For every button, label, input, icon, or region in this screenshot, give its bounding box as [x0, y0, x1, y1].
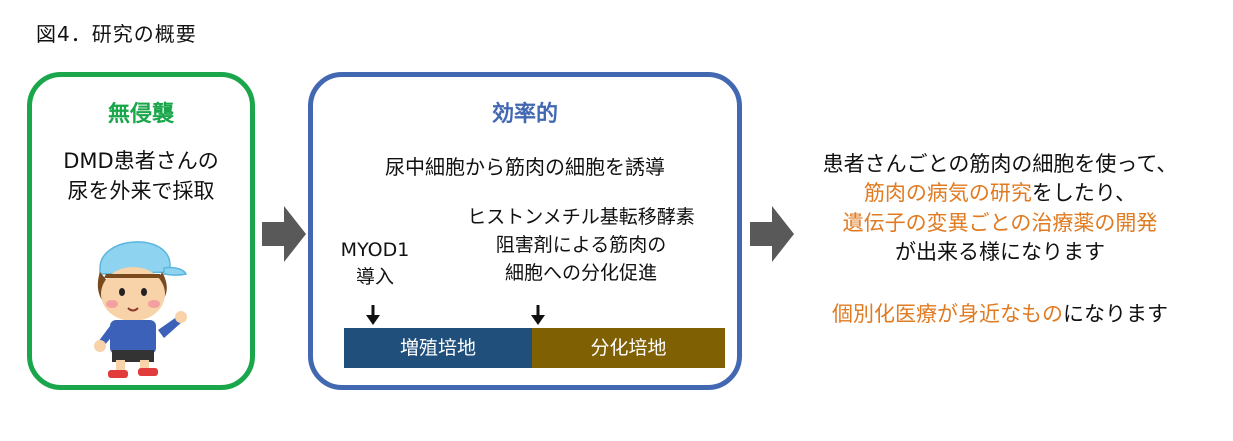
- outcome-line-2: 筋肉の病気の研究をしたり、: [770, 177, 1230, 207]
- outcome-line-4: が出来る様になります: [770, 236, 1230, 266]
- outcome-line-3: 遺伝子の変異ごとの治療薬の開発: [770, 207, 1230, 237]
- noninvasive-line-2: 尿を外来で採取: [27, 176, 255, 206]
- noninvasive-description: DMD患者さんの 尿を外来で採取: [27, 146, 255, 206]
- efficient-title: 効率的: [308, 96, 742, 128]
- noninvasive-title: 無侵襲: [27, 96, 255, 128]
- outcome-line-1: 患者さんごとの筋肉の細胞を使って、: [770, 148, 1230, 178]
- down-arrow-icon: [366, 305, 380, 325]
- myod-line-1: MYOD1: [330, 237, 420, 264]
- histone-line-1: ヒストンメチル基転移酵素: [436, 203, 726, 231]
- right-arrow-icon: [262, 206, 306, 262]
- histone-line-3: 細胞への分化促進: [436, 259, 726, 287]
- child-illustration-icon: [78, 222, 190, 380]
- differentiation-medium-bar: 分化培地: [532, 328, 725, 368]
- noninvasive-line-1: DMD患者さんの: [27, 146, 255, 176]
- outcome-line-5: 個別化医療が身近なものになります: [770, 298, 1230, 328]
- outcome-line-2-highlight: 筋肉の病気の研究: [864, 181, 1032, 205]
- myod-label: MYOD1 導入: [330, 237, 420, 291]
- down-arrow-icon: [531, 305, 545, 325]
- outcome-line-5-rest: になります: [1063, 302, 1168, 326]
- growth-medium-bar: 増殖培地: [344, 328, 532, 368]
- outcome-line-5-highlight: 個別化医療が身近なもの: [832, 302, 1063, 326]
- figure-title: 図4．研究の概要: [36, 18, 197, 47]
- efficient-subtitle: 尿中細胞から筋肉の細胞を誘導: [308, 151, 742, 180]
- histone-line-2: 阻害剤による筋肉の: [436, 231, 726, 259]
- histone-label: ヒストンメチル基転移酵素 阻害剤による筋肉の 細胞への分化促進: [436, 203, 726, 287]
- myod-line-2: 導入: [330, 264, 420, 291]
- outcome-line-2-rest: をしたり、: [1032, 181, 1136, 205]
